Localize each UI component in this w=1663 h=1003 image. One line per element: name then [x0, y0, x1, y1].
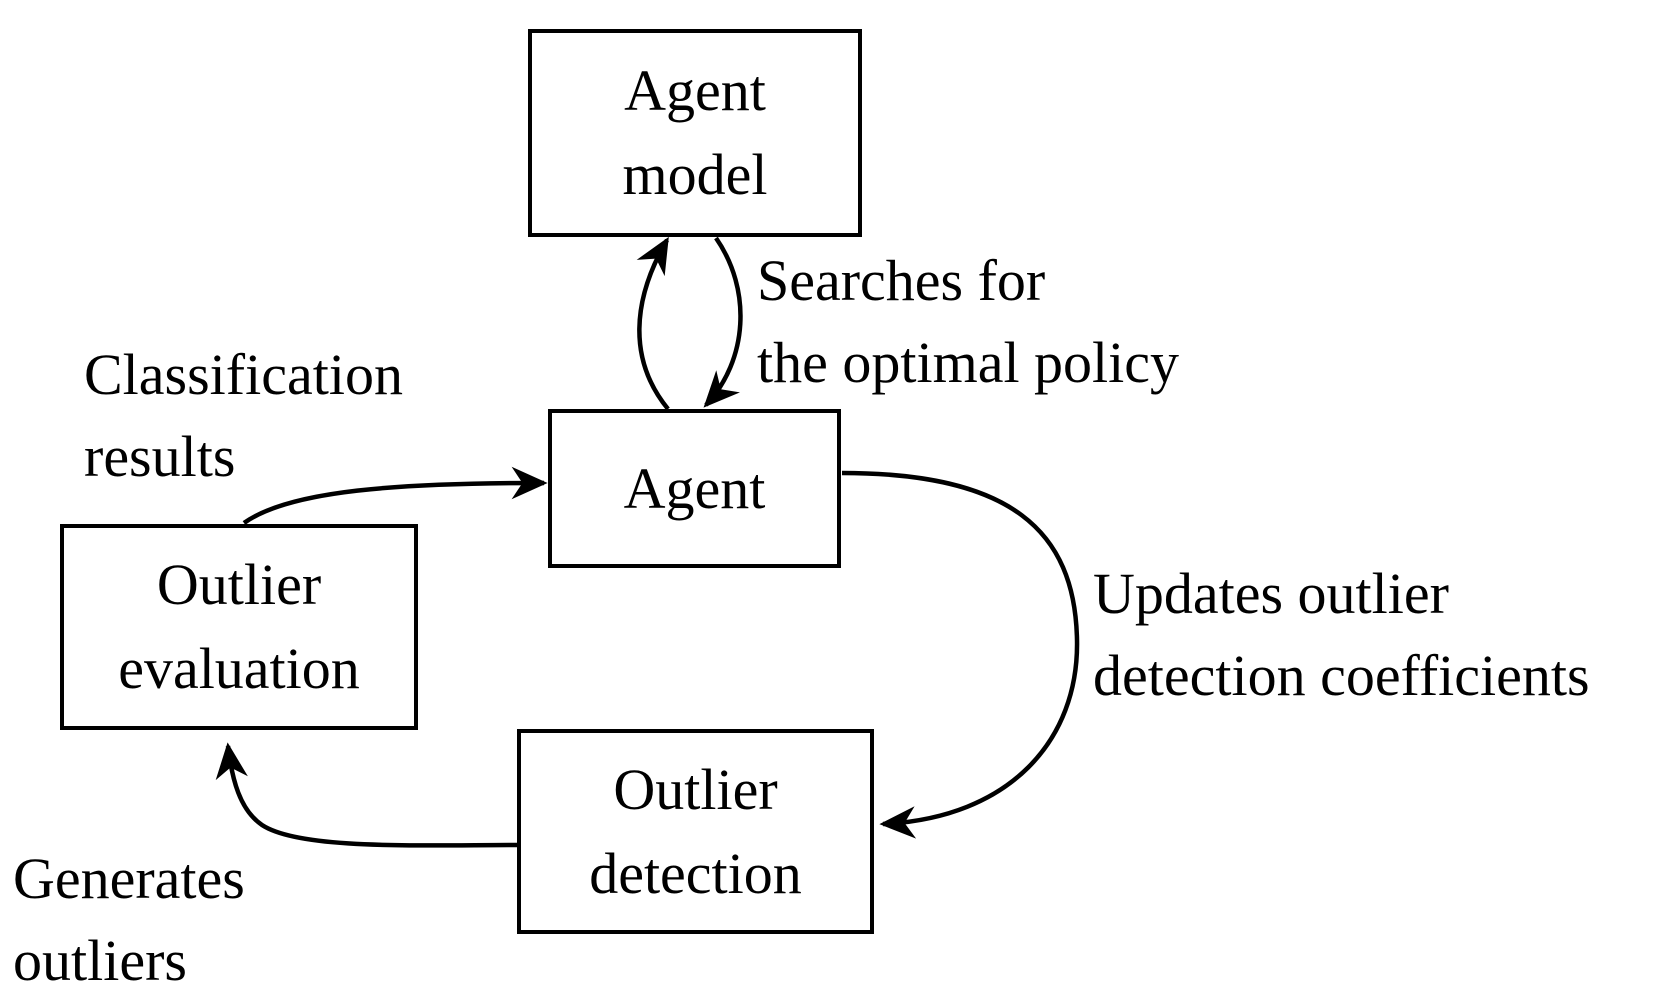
- node-agent-model: Agent model: [528, 29, 862, 237]
- node-outlier-detection: Outlier detection: [517, 729, 874, 934]
- node-outlier-evaluation: Outlier evaluation: [60, 524, 418, 730]
- edge-label-classification-results-line-2: results: [84, 424, 236, 489]
- arrow-agent-to-outlier-detection: [841, 470, 1080, 839]
- node-outlier-detection-line-1: Outlier: [613, 756, 778, 822]
- edge-label-classification-results: Classification results: [84, 334, 403, 498]
- node-outlier-evaluation-line-1: Outlier: [156, 552, 322, 617]
- arrow-outlier-evaluation-to-agent: [242, 466, 548, 525]
- node-outlier-evaluation-line-2: evaluation: [118, 636, 360, 701]
- edge-label-generates-outliers-line-2: outliers: [13, 928, 187, 993]
- edge-label-searches-policy-line-1: Searches for: [757, 248, 1046, 313]
- edge-label-updates-coefficients-line-2: detection coefficients: [1093, 643, 1590, 708]
- node-outlier-detection-line-2: detection: [589, 840, 802, 906]
- edge-label-searches-policy: Searches for the optimal policy: [757, 240, 1179, 404]
- edge-label-updates-coefficients-line-1: Updates outlier: [1093, 561, 1449, 626]
- node-agent-model-line-1: Agent: [624, 58, 766, 123]
- edge-label-searches-policy-line-2: the optimal policy: [757, 330, 1180, 395]
- edge-label-generates-outliers: Generates outliers: [13, 838, 245, 1002]
- edge-label-classification-results-line-1: Classification: [84, 342, 403, 407]
- arrow-outlier-detection-to-outlier-evaluation: [215, 742, 518, 848]
- edge-label-generates-outliers-line-1: Generates: [13, 846, 245, 911]
- node-agent-line-1: Agent: [623, 455, 766, 521]
- arrow-agent-to-agent-model: [636, 236, 670, 411]
- arrow-agent-model-to-agent: [703, 236, 743, 408]
- edge-label-updates-coefficients: Updates outlier detection coefficients: [1093, 553, 1590, 717]
- node-agent-model-line-2: model: [622, 142, 768, 207]
- node-agent: Agent: [548, 409, 841, 568]
